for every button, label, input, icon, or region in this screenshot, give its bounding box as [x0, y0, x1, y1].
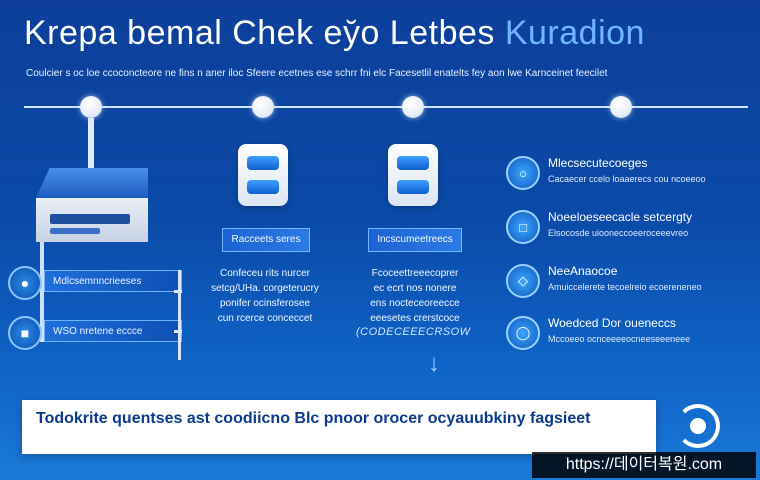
right-item-sub: Mccoeeo ocnceeeeocneeseeeneee	[548, 334, 691, 344]
timeline-node	[252, 96, 274, 118]
monitor-icon: □	[506, 210, 540, 244]
device-icon	[388, 144, 438, 206]
right-item-title: NeeAnaocoe	[548, 264, 618, 278]
stage-description: Fcoceettreeecoprer ec ecrt nos nonere en…	[370, 268, 460, 324]
connector-line	[174, 330, 182, 333]
connector-line	[40, 242, 44, 342]
right-item-sub: Amuiccelerete tecoelreio ecoereneneo	[548, 282, 702, 292]
outline-label: (CODECEEECRSOW	[356, 326, 471, 338]
device-icon	[238, 144, 288, 206]
right-item-title: Mlecsecutecoeges	[548, 156, 648, 170]
banner-text: Todokrite quentses ast coodiicno Blc pno…	[36, 410, 591, 427]
right-item-title: Noeeloeseecacle setcergty	[548, 210, 693, 224]
circle-icon: ◯	[506, 316, 540, 350]
server-icon	[36, 168, 148, 242]
cycle-icon	[676, 404, 720, 448]
connector-line	[178, 270, 181, 360]
timeline-node	[402, 96, 424, 118]
arrow-down-icon: ↓	[428, 350, 440, 377]
connector-line	[174, 290, 182, 293]
timeline-node	[610, 96, 632, 118]
timeline-line	[24, 106, 748, 108]
stage-tag: Racceets seres	[222, 228, 310, 252]
cycle-icon-center	[690, 418, 706, 434]
right-item-title: Woedced Dor oueneccs	[548, 316, 676, 330]
page-title: Krepa bemal Chek ey̆o Letbes Kuradion	[24, 14, 645, 53]
water-icon: ◇	[506, 264, 540, 298]
person-icon: ●	[8, 266, 42, 300]
bottom-banner	[22, 400, 656, 454]
stage-tag: Incscumeetreecs	[368, 228, 462, 252]
shield-icon: ■	[8, 316, 42, 350]
title-highlight: Kuradion	[504, 14, 645, 52]
timeline-node	[80, 96, 102, 118]
left-item-label: Mdlcsemnncrieeses	[44, 270, 182, 292]
title-main: Krepa bemal Chek ey̆o Letbes	[24, 14, 495, 52]
globe-icon: ○	[506, 156, 540, 190]
page-subtitle: Coulcier s oc loe ccoconcteore ne fins n…	[26, 68, 608, 79]
right-item-sub: Elsocosde uiooneccoeeroceeevreo	[548, 228, 689, 238]
left-item-label: WSO nretene eccce	[44, 320, 182, 342]
stage-description: Confeceu rits nurcer setcg/UHa. corgeter…	[211, 268, 319, 324]
watermark: https://데이터복원.com	[532, 452, 756, 478]
server-stem	[88, 118, 94, 170]
right-item-sub: Cacaecer ccelo loaaerecs cou ncoeeoo	[548, 174, 706, 184]
